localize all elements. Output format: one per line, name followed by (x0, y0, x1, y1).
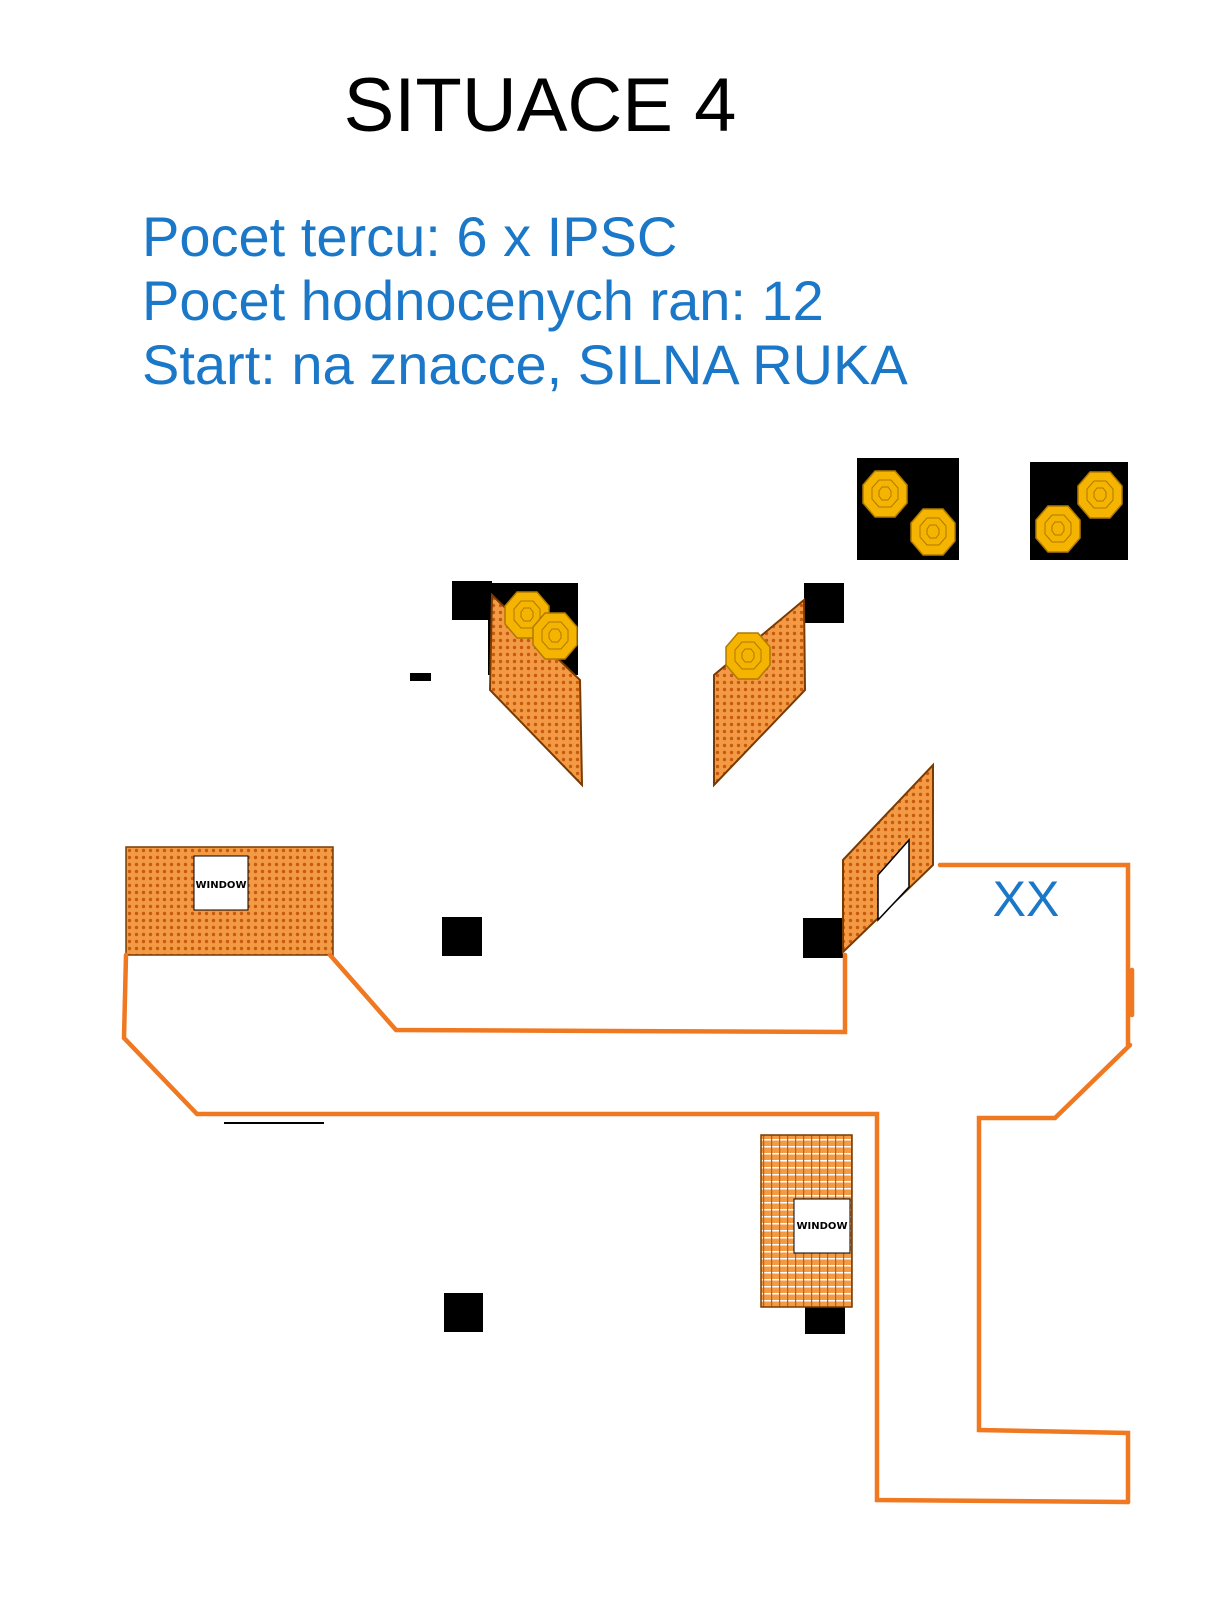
target-box-top-center (857, 458, 959, 560)
door-opening (877, 838, 910, 922)
ipsc-target (910, 508, 956, 556)
window-wall-right: WINDOW (760, 1134, 853, 1308)
post (444, 1293, 483, 1332)
window-wall-left: WINDOW (125, 846, 334, 956)
start-mark: XX (993, 871, 1060, 927)
post (452, 581, 492, 620)
angled-panel-right (713, 597, 807, 788)
post (803, 918, 843, 958)
fault-lines (121, 862, 1135, 1505)
stage-info: Pocet tercu: 6 x IPSC Pocet hodnocenych … (142, 205, 908, 397)
ipsc-target (1035, 505, 1081, 553)
scored-hits-text: Pocet hodnocenych ran: 12 (142, 269, 824, 332)
start-position-text: Start: na znacce, SILNA RUKA (142, 333, 908, 396)
post (442, 917, 482, 956)
door-panel (842, 762, 934, 955)
angled-panel-left (488, 591, 584, 788)
page-title: SITUACE 4 (343, 63, 737, 148)
ipsc-target (1077, 471, 1123, 519)
target-box-top-right (1030, 462, 1128, 560)
post (804, 583, 844, 623)
ipsc-target (532, 612, 578, 660)
window-label-left: WINDOW (196, 880, 247, 891)
target-count-text: Pocet tercu: 6 x IPSC (142, 205, 678, 268)
ipsc-target (862, 470, 908, 518)
post (410, 673, 431, 681)
window-label-right: WINDOW (797, 1221, 848, 1232)
ipsc-target (725, 632, 771, 680)
